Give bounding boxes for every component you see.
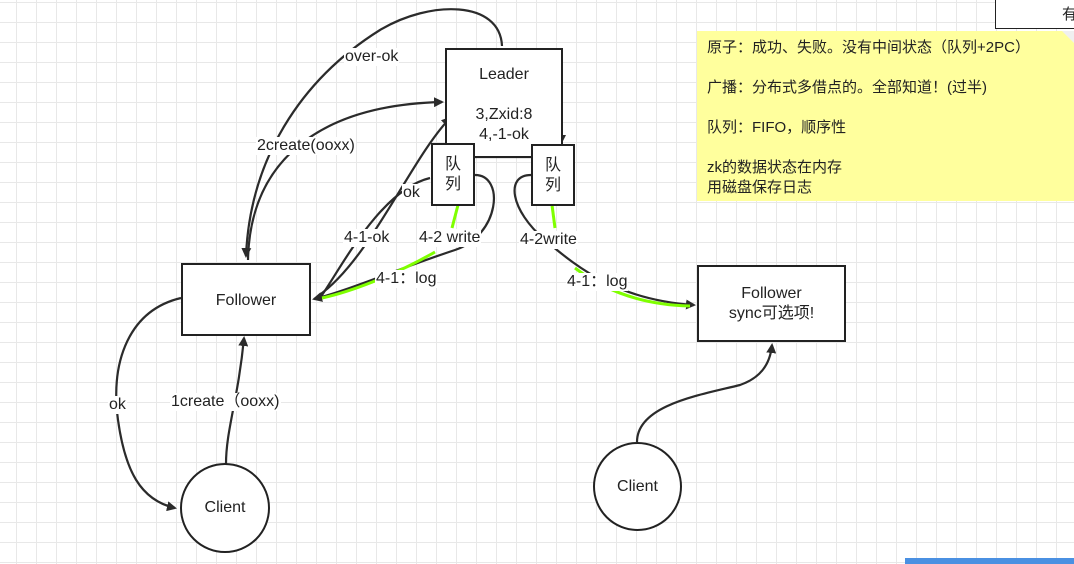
edge-client-follower-right bbox=[635, 343, 777, 443]
client-right[interactable]: Client bbox=[593, 442, 682, 531]
corner-box[interactable]: 有 bbox=[995, 0, 1074, 29]
note-fold bbox=[1062, 31, 1074, 43]
queue-left[interactable]: 队 列 bbox=[431, 143, 475, 206]
follower-left[interactable]: Follower bbox=[181, 263, 311, 336]
follower-left-label: Follower bbox=[215, 292, 277, 309]
edge-42-write-left bbox=[312, 173, 496, 302]
sticky-note[interactable]: 原子：成功、失败。没有中间状态（队列+2PC） 广播：分布式多借点的。全部知道！… bbox=[697, 31, 1074, 201]
label-42-write-left: 4-2 write bbox=[418, 229, 482, 247]
queue-left-line2: 列 bbox=[444, 176, 461, 193]
edge-ok-top bbox=[317, 116, 452, 297]
client-right-label: Client bbox=[617, 477, 658, 495]
leader-node[interactable]: Leader 3,Zxid:8 4,-1-ok bbox=[445, 48, 563, 158]
client-left-label: Client bbox=[204, 499, 246, 516]
label-41-log-left: 4-1：log bbox=[375, 270, 438, 288]
queue-right-line2: 列 bbox=[544, 177, 561, 194]
note-line-memory: zk的数据状态在内存 bbox=[707, 159, 843, 176]
highlight-left-log bbox=[321, 250, 436, 300]
leader-zxid: 3,Zxid:8 bbox=[475, 106, 533, 123]
follower-right-sync: sync可选项! bbox=[728, 305, 815, 322]
queue-right[interactable]: 队 列 bbox=[531, 144, 575, 206]
highlight-right-write bbox=[550, 204, 557, 229]
scroll-bar[interactable] bbox=[905, 558, 1074, 564]
leader-ok: 4,-1-ok bbox=[479, 126, 529, 143]
label-ok-top: ok bbox=[402, 184, 421, 202]
highlight-left-write bbox=[450, 204, 460, 229]
client-left[interactable]: Client bbox=[180, 463, 270, 553]
label-41-ok: 4-1-ok bbox=[343, 229, 391, 247]
label-42-write-right: 4-2write bbox=[519, 231, 578, 249]
queue-right-line1: 队 bbox=[544, 157, 561, 174]
note-line-queue: 队列：FIFO，顺序性 bbox=[707, 119, 847, 136]
label-over-ok: over-ok bbox=[344, 48, 400, 66]
leader-title: Leader bbox=[479, 66, 529, 83]
label-2create: 2create(ooxx) bbox=[256, 137, 356, 155]
queue-left-line1: 队 bbox=[444, 156, 461, 173]
corner-box-label: 有 bbox=[1062, 6, 1074, 23]
label-1create: 1create（ooxx) bbox=[170, 393, 281, 411]
edge-ok-client bbox=[115, 296, 182, 512]
note-line-broadcast: 广播：分布式多借点的。全部知道！(过半) bbox=[707, 79, 987, 96]
note-line-disk: 用磁盘保存日志 bbox=[707, 179, 813, 196]
label-ok-left: ok bbox=[108, 396, 127, 414]
label-41-log-right: 4-1：log bbox=[566, 273, 629, 291]
follower-right-label: Follower bbox=[741, 285, 802, 302]
edge-over-ok bbox=[241, 8, 504, 258]
edge-1create bbox=[224, 336, 249, 465]
note-line-atomic: 原子：成功、失败。没有中间状态（队列+2PC） bbox=[707, 39, 1030, 56]
follower-right[interactable]: Follower sync可选项! bbox=[697, 265, 846, 342]
